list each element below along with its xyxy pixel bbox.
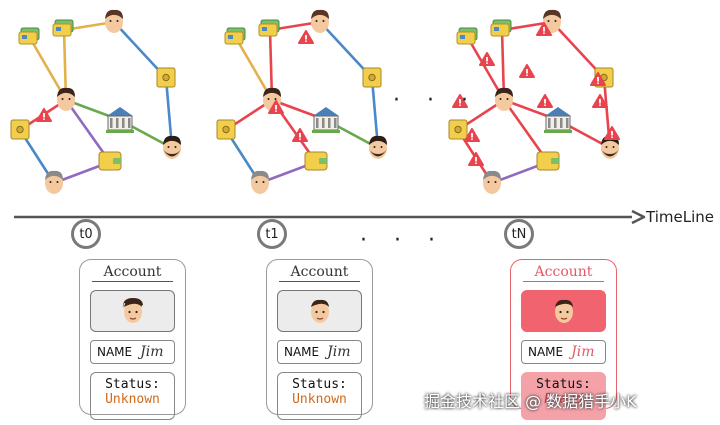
watermark-text: 掘金技术社区 @ 数据猎手小K (424, 388, 637, 412)
name-label: NAME (284, 345, 319, 359)
wallet-icon (537, 152, 559, 170)
moustache-man-avatar-icon (251, 171, 269, 194)
man-avatar-icon (495, 88, 513, 111)
graph-ellipsis: · · · (393, 88, 478, 113)
bearded-man-avatar-icon (163, 136, 181, 159)
warning-icon (520, 65, 534, 77)
name-value: Jim (571, 344, 594, 360)
card-title: Account (523, 264, 604, 282)
card-title: Account (279, 264, 360, 282)
safe-icon (157, 68, 175, 87)
network-graph-0 (11, 20, 175, 183)
time-marker-t1: t1 (257, 219, 287, 249)
moustache-man-avatar-icon (45, 171, 63, 194)
bearded-man-avatar-icon (369, 136, 387, 159)
man-avatar-icon (57, 88, 75, 111)
name-field: NAME Jim (521, 340, 606, 364)
time-marker-t0: t0 (71, 219, 101, 249)
bank-icon (544, 107, 572, 133)
woman-avatar-icon (105, 10, 123, 33)
credit-card-icon (53, 20, 73, 36)
safe-icon (449, 120, 467, 139)
credit-card-icon (491, 20, 511, 36)
status-value: Unknown (91, 392, 174, 407)
credit-card-icon (225, 28, 245, 44)
bank-icon (106, 107, 134, 133)
name-value: Jim (327, 344, 350, 360)
name-label: NAME (97, 345, 132, 359)
status-value: Unknown (278, 392, 361, 407)
name-label: NAME (528, 345, 563, 359)
account-avatar (277, 290, 362, 332)
time-marker-tn: tN (504, 219, 534, 249)
safe-icon (217, 120, 235, 139)
warning-icon (299, 31, 313, 43)
card-title: Account (92, 264, 173, 282)
name-field: NAME Jim (90, 340, 175, 364)
account-card-tn: Account NAME Jim Status: Fraud (510, 259, 617, 409)
status-field: Status: Unknown (90, 372, 175, 420)
moustache-man-avatar-icon (483, 171, 501, 194)
timeline-arrow (14, 211, 644, 223)
person-icon (305, 295, 335, 327)
status-label: Status: (91, 377, 174, 392)
name-field: NAME Jim (277, 340, 362, 364)
bank-icon (312, 107, 340, 133)
warning-icon (469, 153, 483, 165)
safe-icon (11, 120, 29, 139)
woman-avatar-icon (311, 10, 329, 33)
account-avatar (521, 290, 606, 332)
person-icon (118, 295, 148, 327)
wallet-icon (305, 152, 327, 170)
name-value: Jim (140, 344, 163, 360)
account-card-t1: Account NAME Jim Status: Unknown (266, 259, 373, 415)
credit-card-icon (19, 28, 39, 44)
status-field: Status: Unknown (277, 372, 362, 420)
timeline-label: TimeLine (646, 208, 714, 226)
person-icon (549, 295, 579, 327)
network-graph-1 (217, 20, 381, 183)
account-avatar (90, 290, 175, 332)
wallet-icon (99, 152, 121, 170)
account-card-t0: Account NAME Jim Status: Unknown (79, 259, 186, 415)
warning-icon (480, 53, 494, 65)
safe-icon (363, 68, 381, 87)
timeline-ellipsis: · · · (360, 228, 445, 253)
warning-icon (538, 95, 552, 107)
status-label: Status: (278, 377, 361, 392)
credit-card-icon (259, 20, 279, 36)
credit-card-icon (457, 28, 477, 44)
